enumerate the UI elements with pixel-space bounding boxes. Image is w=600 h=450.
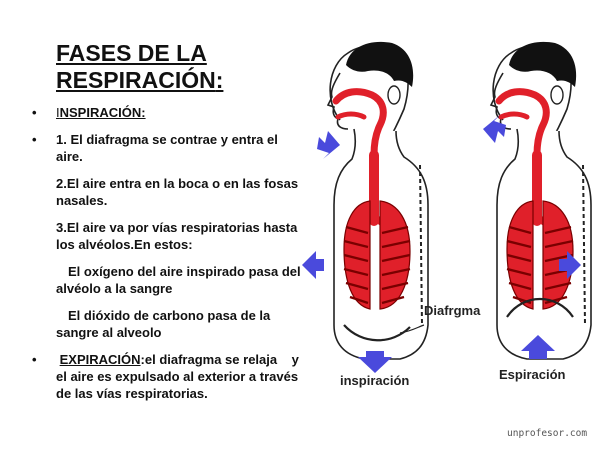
air-out-arrow-icon — [483, 115, 506, 143]
chest-contract-arrow-icon — [559, 251, 581, 279]
inspiracion-step-2: 2.El aire entra en la boca o en las fosa… — [56, 176, 299, 208]
diaphragm-down-arrow-icon — [358, 351, 392, 373]
bullet: • — [32, 352, 37, 367]
watermark: unprofesor.com — [507, 428, 588, 439]
inspiracion-heading: • INSPIRACIÓN: — [32, 105, 146, 120]
oxygen-exchange: El oxígeno del aire inspirado pasa del a… — [56, 264, 301, 296]
expiracion-item: • EXPIRACIÓN:el diafragma se relaja y el… — [32, 352, 299, 401]
label-inspiracion: inspiración — [340, 373, 409, 388]
label-diafragma: Diafrgma — [424, 303, 481, 318]
inspiration-figure: inspiración — [302, 42, 428, 388]
diaphragm-line — [506, 297, 574, 318]
bullet: • — [32, 105, 37, 120]
inspiracion-step-1: • 1. El diafragma se contrae y entra el … — [32, 132, 278, 164]
label-espiracion: Espiración — [499, 367, 566, 382]
text-column: • INSPIRACIÓN: • 1. El diafragma se cont… — [32, 104, 302, 402]
expiration-figure: Espiración — [483, 42, 591, 382]
inspiracion-step-3: 3.El aire va por vías respiratorias hast… — [56, 220, 298, 252]
bullet: • — [32, 132, 37, 147]
air-in-arrow-icon — [317, 131, 340, 159]
co2-exchange: El dióxido de carbono pasa de la sangre … — [56, 308, 271, 340]
chest-expand-arrow-icon — [302, 251, 324, 279]
respiration-diagram: inspiración Espiración Diafrgma — [302, 25, 595, 388]
diaphragm-up-arrow-icon — [521, 335, 555, 359]
